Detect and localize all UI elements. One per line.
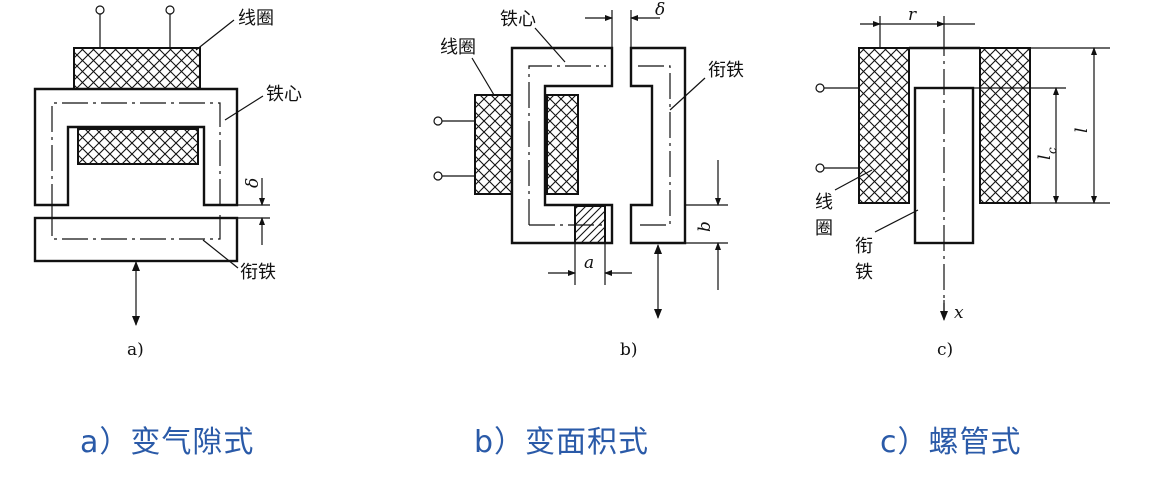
terminal-b-bottom [433, 171, 443, 181]
caption-b: b）变面积式 [474, 425, 649, 460]
coil-c-left [858, 47, 910, 204]
terminal-c-top [815, 83, 825, 93]
diagram-b-variable-area: δ a b 线圈 铁心 衔铁 b) [433, 0, 744, 360]
label-core-b: 铁心 [500, 9, 536, 30]
armature-b [629, 46, 687, 245]
label-armature-a: 衔铁 [240, 262, 276, 283]
coil-b-inner [546, 94, 579, 195]
dim-l: l [1072, 128, 1092, 133]
gap-symbol-a: δ [243, 178, 263, 188]
terminal-a-right [165, 5, 175, 15]
caption-a: a）变气隙式 [80, 425, 254, 460]
axis-label-x: x [954, 303, 964, 323]
terminal-b-top [433, 116, 443, 126]
terminal-c-bottom [815, 163, 825, 173]
label-coil-a: 线圈 [238, 8, 274, 29]
diagram-c-solenoid: x r l c l 线 圈 衔 铁 c) [815, 5, 1110, 360]
coil-a-outer [73, 47, 201, 90]
coil-b-outer [474, 94, 513, 195]
label-core-a: 铁心 [266, 84, 302, 105]
core-b [510, 46, 614, 245]
gap-symbol-b: δ [655, 0, 665, 20]
core-a [33, 87, 239, 207]
label-coil-c-2: 圈 [815, 218, 833, 239]
dim-r: r [908, 5, 917, 25]
sub-label-b: b) [620, 340, 638, 360]
dim-lc-sub: c [1045, 147, 1059, 154]
dim-b-b: b [695, 221, 715, 232]
dim-a-b: a [584, 253, 594, 273]
caption-c: c）螺管式 [880, 425, 1022, 460]
coil-c-right [979, 47, 1031, 204]
label-armature-c-2: 铁 [855, 262, 873, 283]
sub-label-a: a) [127, 340, 144, 360]
sub-label-c: c) [937, 340, 953, 360]
coil-a-inner [77, 128, 199, 165]
terminal-a-left [95, 5, 105, 15]
label-armature-c-1: 衔 [855, 236, 873, 257]
dim-lc-main: l [1035, 155, 1055, 160]
label-armature-b: 衔铁 [708, 60, 744, 81]
label-coil-c-1: 线 [815, 192, 833, 213]
label-coil-b: 线圈 [440, 37, 476, 58]
diagram-a-variable-gap: δ 线圈 铁心 衔铁 a) [33, 5, 302, 360]
